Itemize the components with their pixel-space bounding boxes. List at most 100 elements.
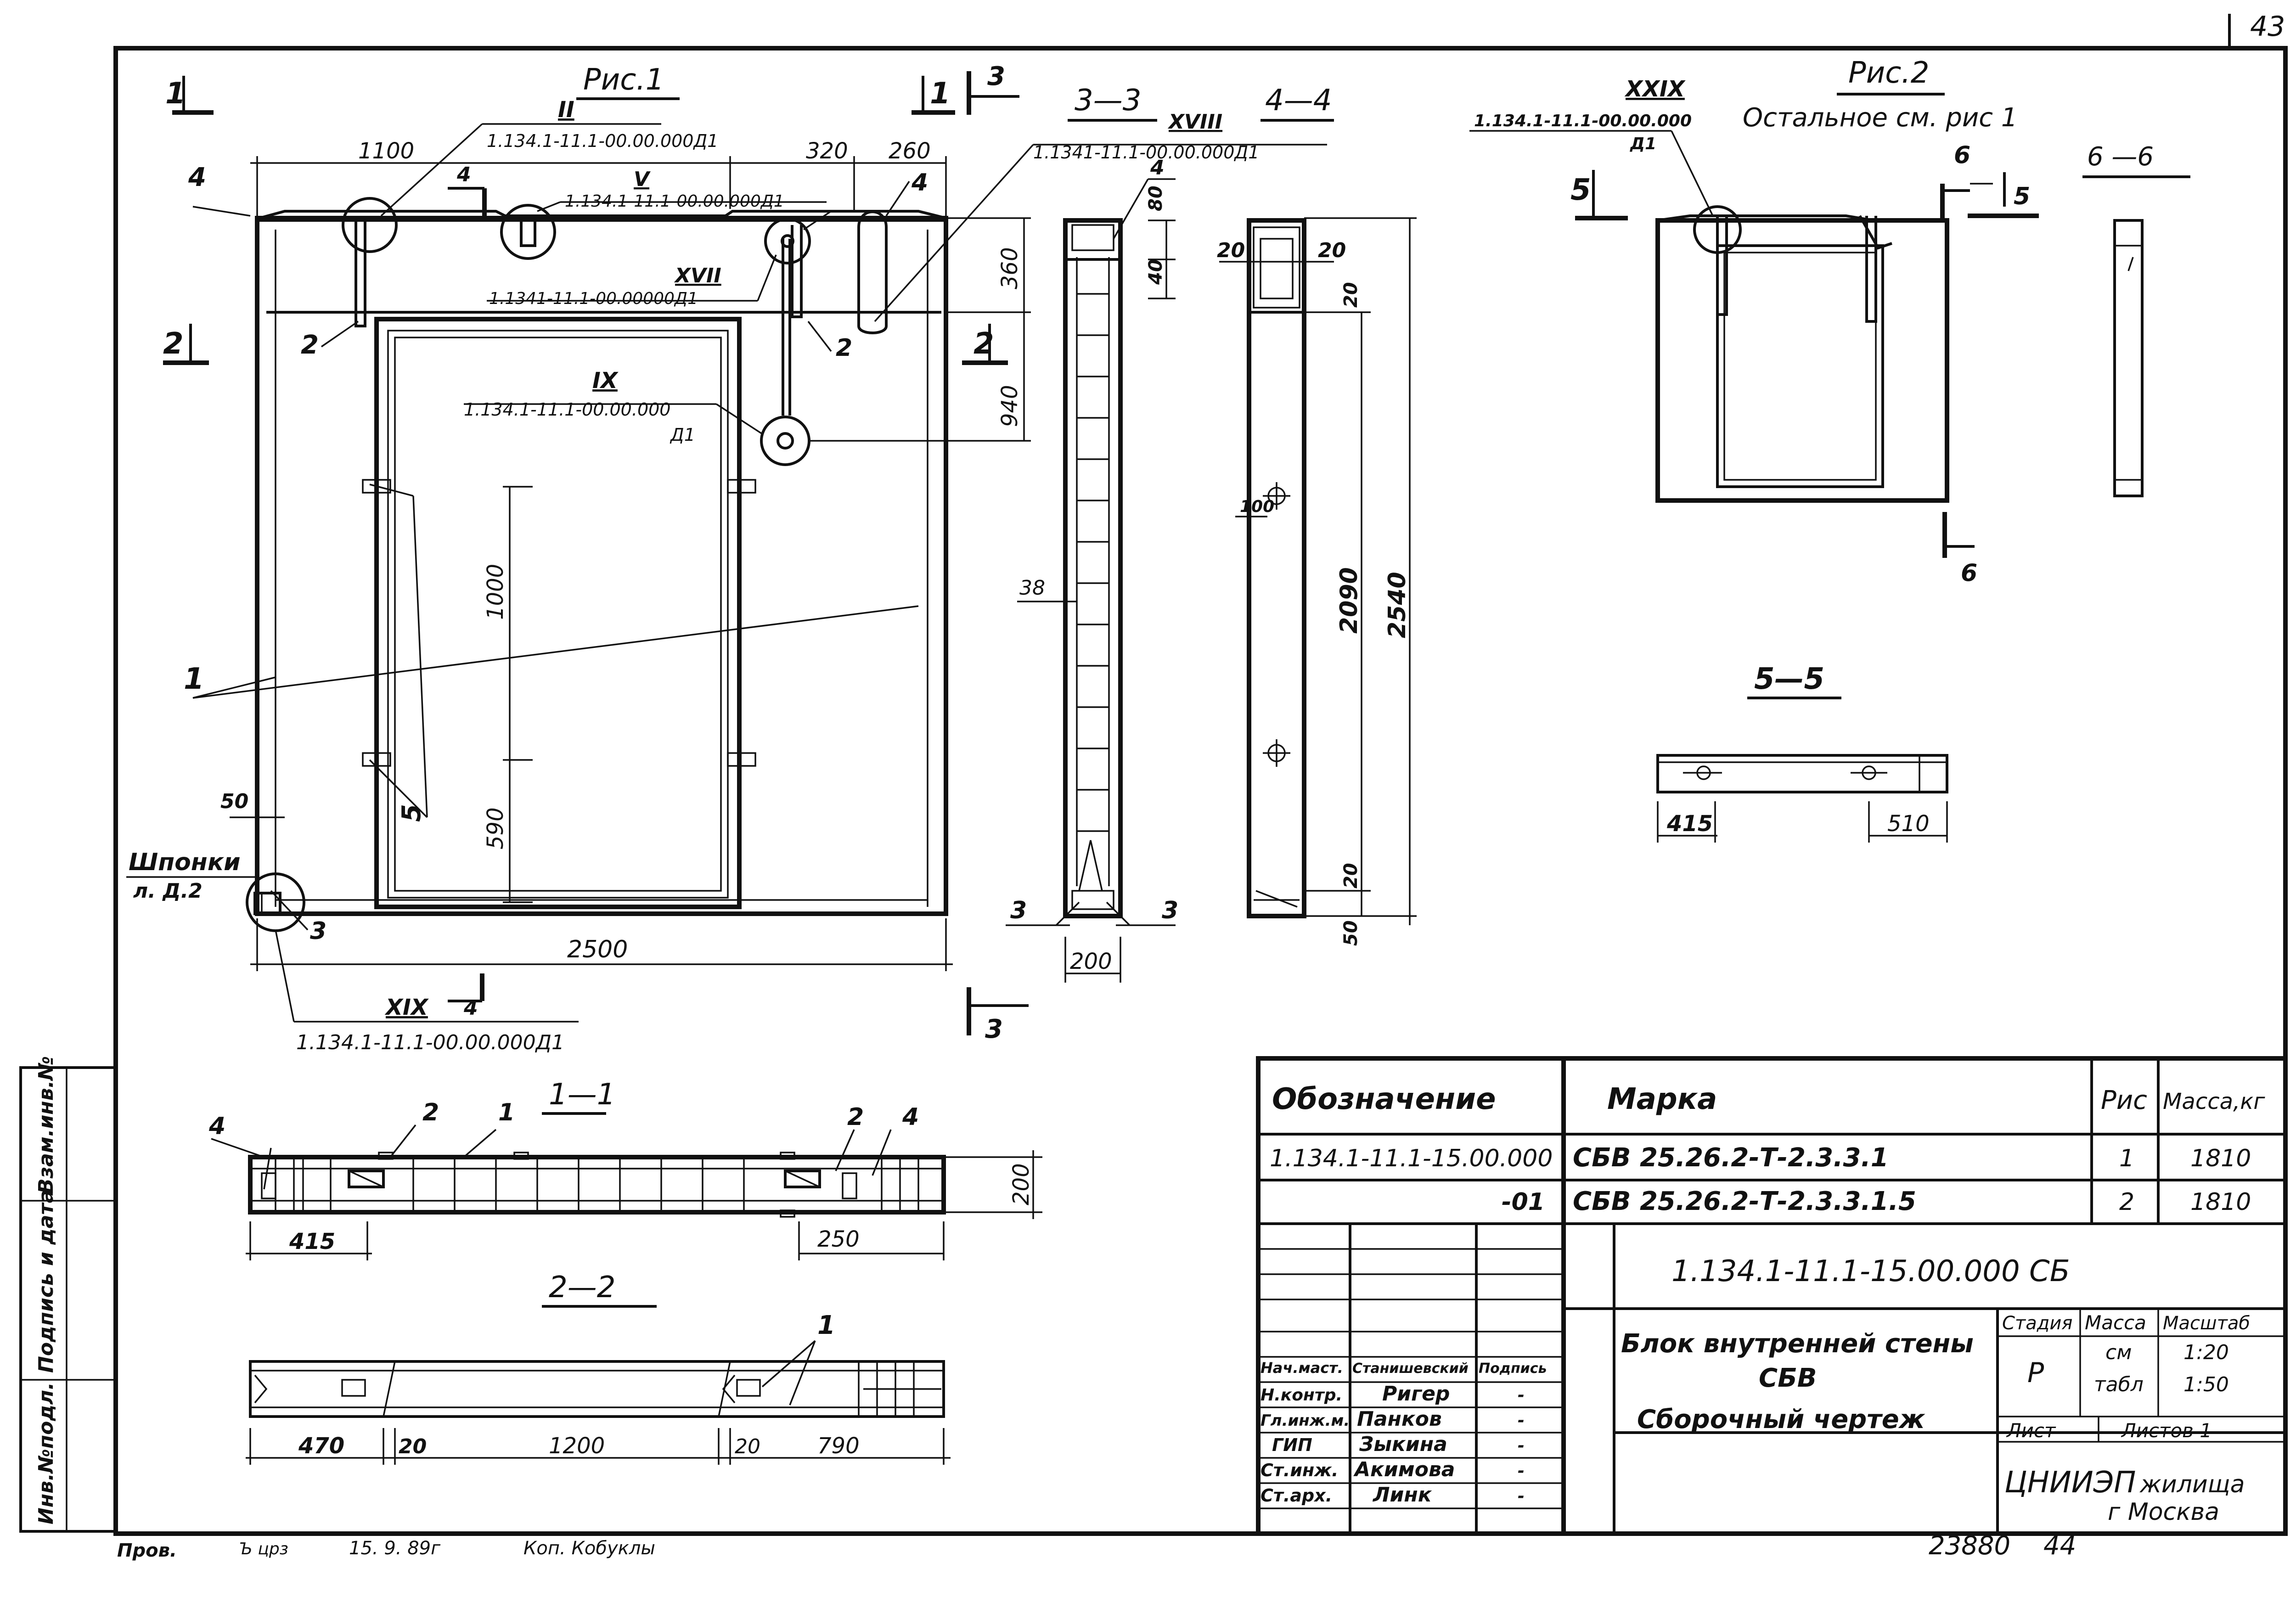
stage-header: Стадия [2002, 1313, 2072, 1334]
sec44-d2540: 2540 [1384, 572, 1411, 638]
dim-2500: 2500 [567, 936, 628, 963]
person-name: Зыкина [1359, 1433, 1447, 1456]
svg-text:1: 1 [930, 77, 951, 111]
sec11-p2b: 2 [847, 1103, 864, 1131]
callout-XVII-roman: XVII [674, 264, 721, 287]
person-role: Ст.инж. [1261, 1460, 1338, 1480]
person-role: Н.контр. [1261, 1386, 1342, 1405]
person-sig: - [1518, 1436, 1525, 1455]
doc-code: 1.134.1-11.1-15.00.000 СБ [1671, 1254, 2070, 1288]
section-1-1: 1—1 [208, 1078, 1042, 1260]
footer-mark: Ъ црз [239, 1540, 288, 1558]
section-2-2: 2—2 1 470 20 1200 20 790 [246, 1271, 951, 1465]
spec-row2-mass: 1810 [2190, 1188, 2251, 1216]
dim-940: 940 [997, 385, 1023, 427]
fig2-s6b: 6 [1961, 559, 1977, 587]
sec55-d510: 510 [1887, 811, 1930, 837]
section-4-4: 4—4 80 40 20 20 20 100 2090 2540 2 [1145, 84, 1417, 946]
shponki-label: Шпонки [129, 849, 241, 876]
shponki-ref: л. Д.2 [133, 879, 203, 903]
callout-V-roman: V [634, 168, 651, 191]
sec44-d2090: 2090 [1335, 567, 1363, 634]
org-name-2: жилища [2139, 1471, 2245, 1498]
callout-II-ref: 1.134.1-11.1-00.00.000Д1 [487, 131, 718, 151]
callout-XVIII-ref: 1.1341-11.1-00.00.000Д1 [1033, 142, 1259, 163]
people-header-sig: Подпись [1479, 1361, 1547, 1377]
spec-row1-designation: 1.134.1-11.1-15.00.000 [1270, 1145, 1553, 1172]
sec33-d38: 38 [1019, 576, 1045, 600]
sec55-title: 5—5 [1754, 662, 1824, 696]
spec-row1-fig: 1 [2119, 1145, 2134, 1172]
section-marker-4-top: 4 [448, 163, 487, 216]
sec11-p2a: 2 [422, 1099, 439, 1126]
person-name: Ригер [1382, 1382, 1450, 1406]
spec-header-mass: Масса,кг [2163, 1089, 2265, 1114]
sec44-title: 4—4 [1265, 84, 1332, 118]
scale-value-1: 1:20 [2183, 1341, 2229, 1364]
sec44-d50: 50 [1340, 920, 1362, 946]
section-marker-2-left: 2 [163, 324, 209, 365]
section-3-3: 3—3 38 200 3 3 4 [1006, 84, 1178, 983]
dim-360: 360 [997, 247, 1023, 289]
pos-1: 1 [184, 662, 204, 696]
sec11-p4b: 4 [902, 1103, 919, 1131]
callout-XVII-ref: 1.1341-11.1-00.00000Д1 [489, 289, 698, 308]
sheets-header: Листов 1 [2121, 1419, 2212, 1442]
sec22-d1200: 1200 [549, 1433, 605, 1459]
fig1-title: Рис.1 [583, 63, 664, 97]
sec11-p1: 1 [498, 1099, 515, 1126]
people-header-name: Станишевский [1352, 1361, 1469, 1377]
dim-260: 260 [889, 138, 931, 164]
footer-date: 15. 9. 89г [349, 1538, 441, 1559]
sec33-d200: 200 [1070, 949, 1112, 974]
fig2-note: Остальное см. рис 1 [1743, 103, 2018, 133]
mass-header: Масса [2085, 1311, 2146, 1334]
scale-header: Масштаб [2163, 1313, 2250, 1334]
fig2-s5b: 5 [2014, 183, 2030, 210]
fig2-roman: XXIX [1624, 76, 1686, 102]
spec-header-mark: Марка [1607, 1082, 1717, 1116]
footer: Пров. Ъ црз 15. 9. 89г Коп. Кобуклы 2388… [117, 1531, 2076, 1561]
sec33-p3b: 3 [1162, 897, 1178, 924]
people-rows: Н.контр. Ригер - Гл.инж.м. Панков - ГИП … [1261, 1382, 1525, 1507]
scale-value-2: 1:50 [2183, 1373, 2229, 1396]
dim-320: 320 [806, 138, 848, 164]
section-marker-4-bottom: 4 [448, 973, 484, 1020]
callout-II-roman: II [558, 97, 574, 123]
sec22-d470: 470 [298, 1433, 344, 1459]
sec44-d20a: 20 [1217, 239, 1245, 262]
person-role: Гл.инж.м. [1261, 1411, 1350, 1430]
fig2-title: Рис.2 [1848, 56, 1929, 90]
sec11-d250: 250 [817, 1226, 860, 1252]
pos-5: 5 [397, 804, 427, 822]
door-opening [374, 317, 742, 909]
sec11-title: 1—1 [549, 1078, 615, 1112]
sheet-header: Лист [2006, 1419, 2056, 1442]
person-sig: - [1518, 1386, 1525, 1405]
callout-IX-ref2: Д1 [670, 425, 695, 445]
spec-row1-mass: 1810 [2190, 1145, 2251, 1172]
callout-IX-ref: 1.134.1-11.1-00.00.000 [464, 399, 670, 420]
spec-row2-mark: СБВ 25.26.2-Т-2.3.3.1.5 [1573, 1187, 1916, 1216]
person-sig: - [1518, 1487, 1525, 1506]
spec-row1-mark: СБВ 25.26.2-Т-2.3.3.1 [1573, 1143, 1889, 1173]
sec22-d20a: 20 [399, 1435, 427, 1458]
side-stamp-inv: Инв.№подл. [34, 1382, 58, 1524]
side-stamp-sign: Подпись и дата [34, 1189, 58, 1373]
spec-header-fig: Рис [2101, 1085, 2147, 1115]
dim-50: 50 [220, 790, 248, 813]
section-marker-3-top: 3 [967, 62, 1019, 115]
sec33-title: 3—3 [1075, 84, 1141, 118]
person-role: ГИП [1272, 1435, 1312, 1455]
sec44-d20d: 20 [1340, 863, 1362, 888]
doc-name-1: Блок внутренней стены [1621, 1329, 1974, 1359]
sec11-p4a: 4 [208, 1113, 225, 1140]
sec11-d415: 415 [289, 1229, 335, 1254]
sec11-d200: 200 [1008, 1163, 1034, 1205]
title-block: Обозначение Марка Рис Масса,кг 1.134.1-1… [1256, 1056, 2288, 1536]
side-stamp-replace: Взам.инв.№ [34, 1056, 58, 1194]
sec44-d80: 80 [1145, 186, 1166, 211]
svg-text:3: 3 [985, 1014, 1003, 1044]
sheet-number: 43 [2250, 11, 2285, 43]
spec-row2-fig: 2 [2119, 1188, 2134, 1216]
